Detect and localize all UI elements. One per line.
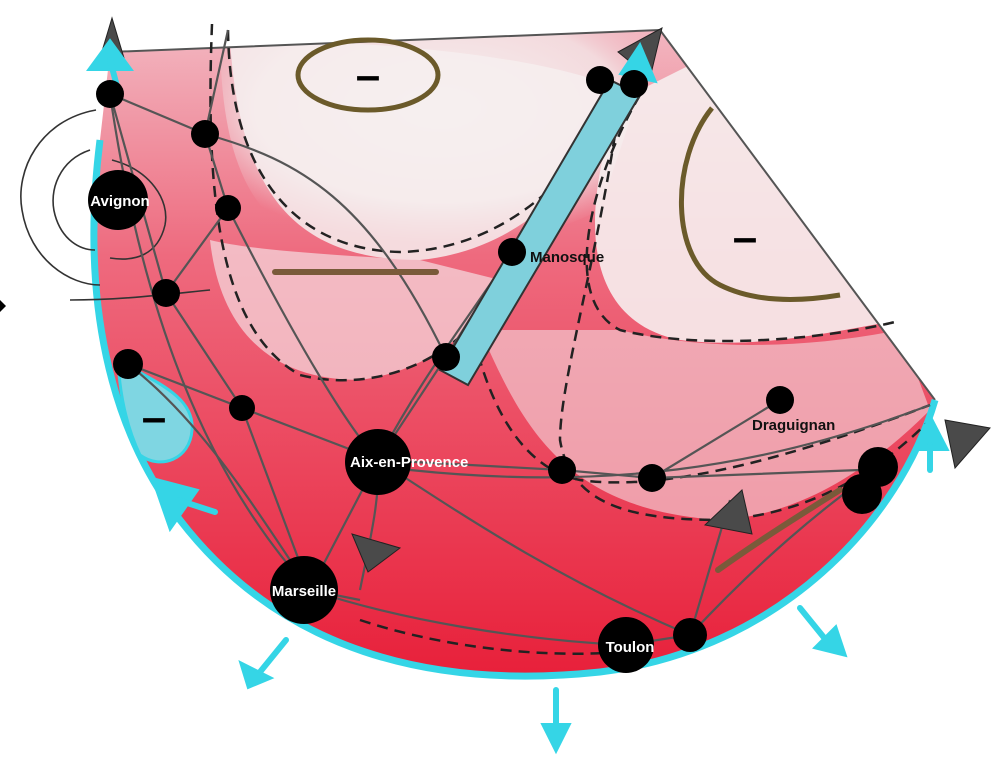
west-inlet: [116, 357, 194, 464]
west-minus-sign: –: [142, 393, 166, 442]
region-shape: [93, 28, 936, 677]
avignon-rings: [20, 109, 211, 301]
east-minus-ring: [678, 106, 841, 302]
city-node-icon: [842, 474, 882, 514]
marseille-node: [270, 556, 338, 624]
city-label-draguignan: Draguignan: [752, 417, 835, 434]
city-node-icon: [498, 238, 526, 266]
city-node-icon: [215, 195, 241, 221]
city-node-icon: [586, 66, 614, 94]
city-label-avignon: Avignon: [90, 193, 149, 210]
inflow-arrow-icon: [703, 489, 753, 535]
inflow-arrow-icon: [351, 533, 402, 573]
minus-zones: – – –: [142, 37, 841, 442]
city-node-icon: [620, 70, 648, 98]
city-node-icon: [766, 386, 794, 414]
city-node-icon: [96, 80, 124, 108]
city-node-icon: [229, 395, 255, 421]
city-nodes: [88, 66, 898, 673]
coastline: [90, 139, 939, 680]
city-label-aix: Aix-en-Provence: [350, 454, 468, 471]
inflow-arrow-icon: [944, 419, 991, 470]
toulon-node: [598, 617, 654, 673]
city-node-icon: [432, 343, 460, 371]
avignon-node: [88, 170, 148, 230]
city-labels: Avignon Manosque Draguignan Aix-en-Prove…: [90, 193, 835, 656]
aix-node: [345, 429, 411, 495]
north-minus-sign: –: [356, 51, 380, 100]
city-node-icon: [191, 120, 219, 148]
north-minus-ring: [295, 37, 441, 113]
city-node-icon: [548, 456, 576, 484]
city-node-icon: [638, 464, 666, 492]
barrier-lines: [272, 269, 843, 573]
city-node-icon: [113, 349, 143, 379]
city-label-manosque: Manosque: [530, 249, 604, 266]
city-label-marseille: Marseille: [272, 583, 336, 600]
east-minus-sign: –: [733, 213, 757, 262]
city-label-toulon: Toulon: [606, 639, 655, 656]
city-node-icon: [673, 618, 707, 652]
city-node-icon: [152, 279, 180, 307]
